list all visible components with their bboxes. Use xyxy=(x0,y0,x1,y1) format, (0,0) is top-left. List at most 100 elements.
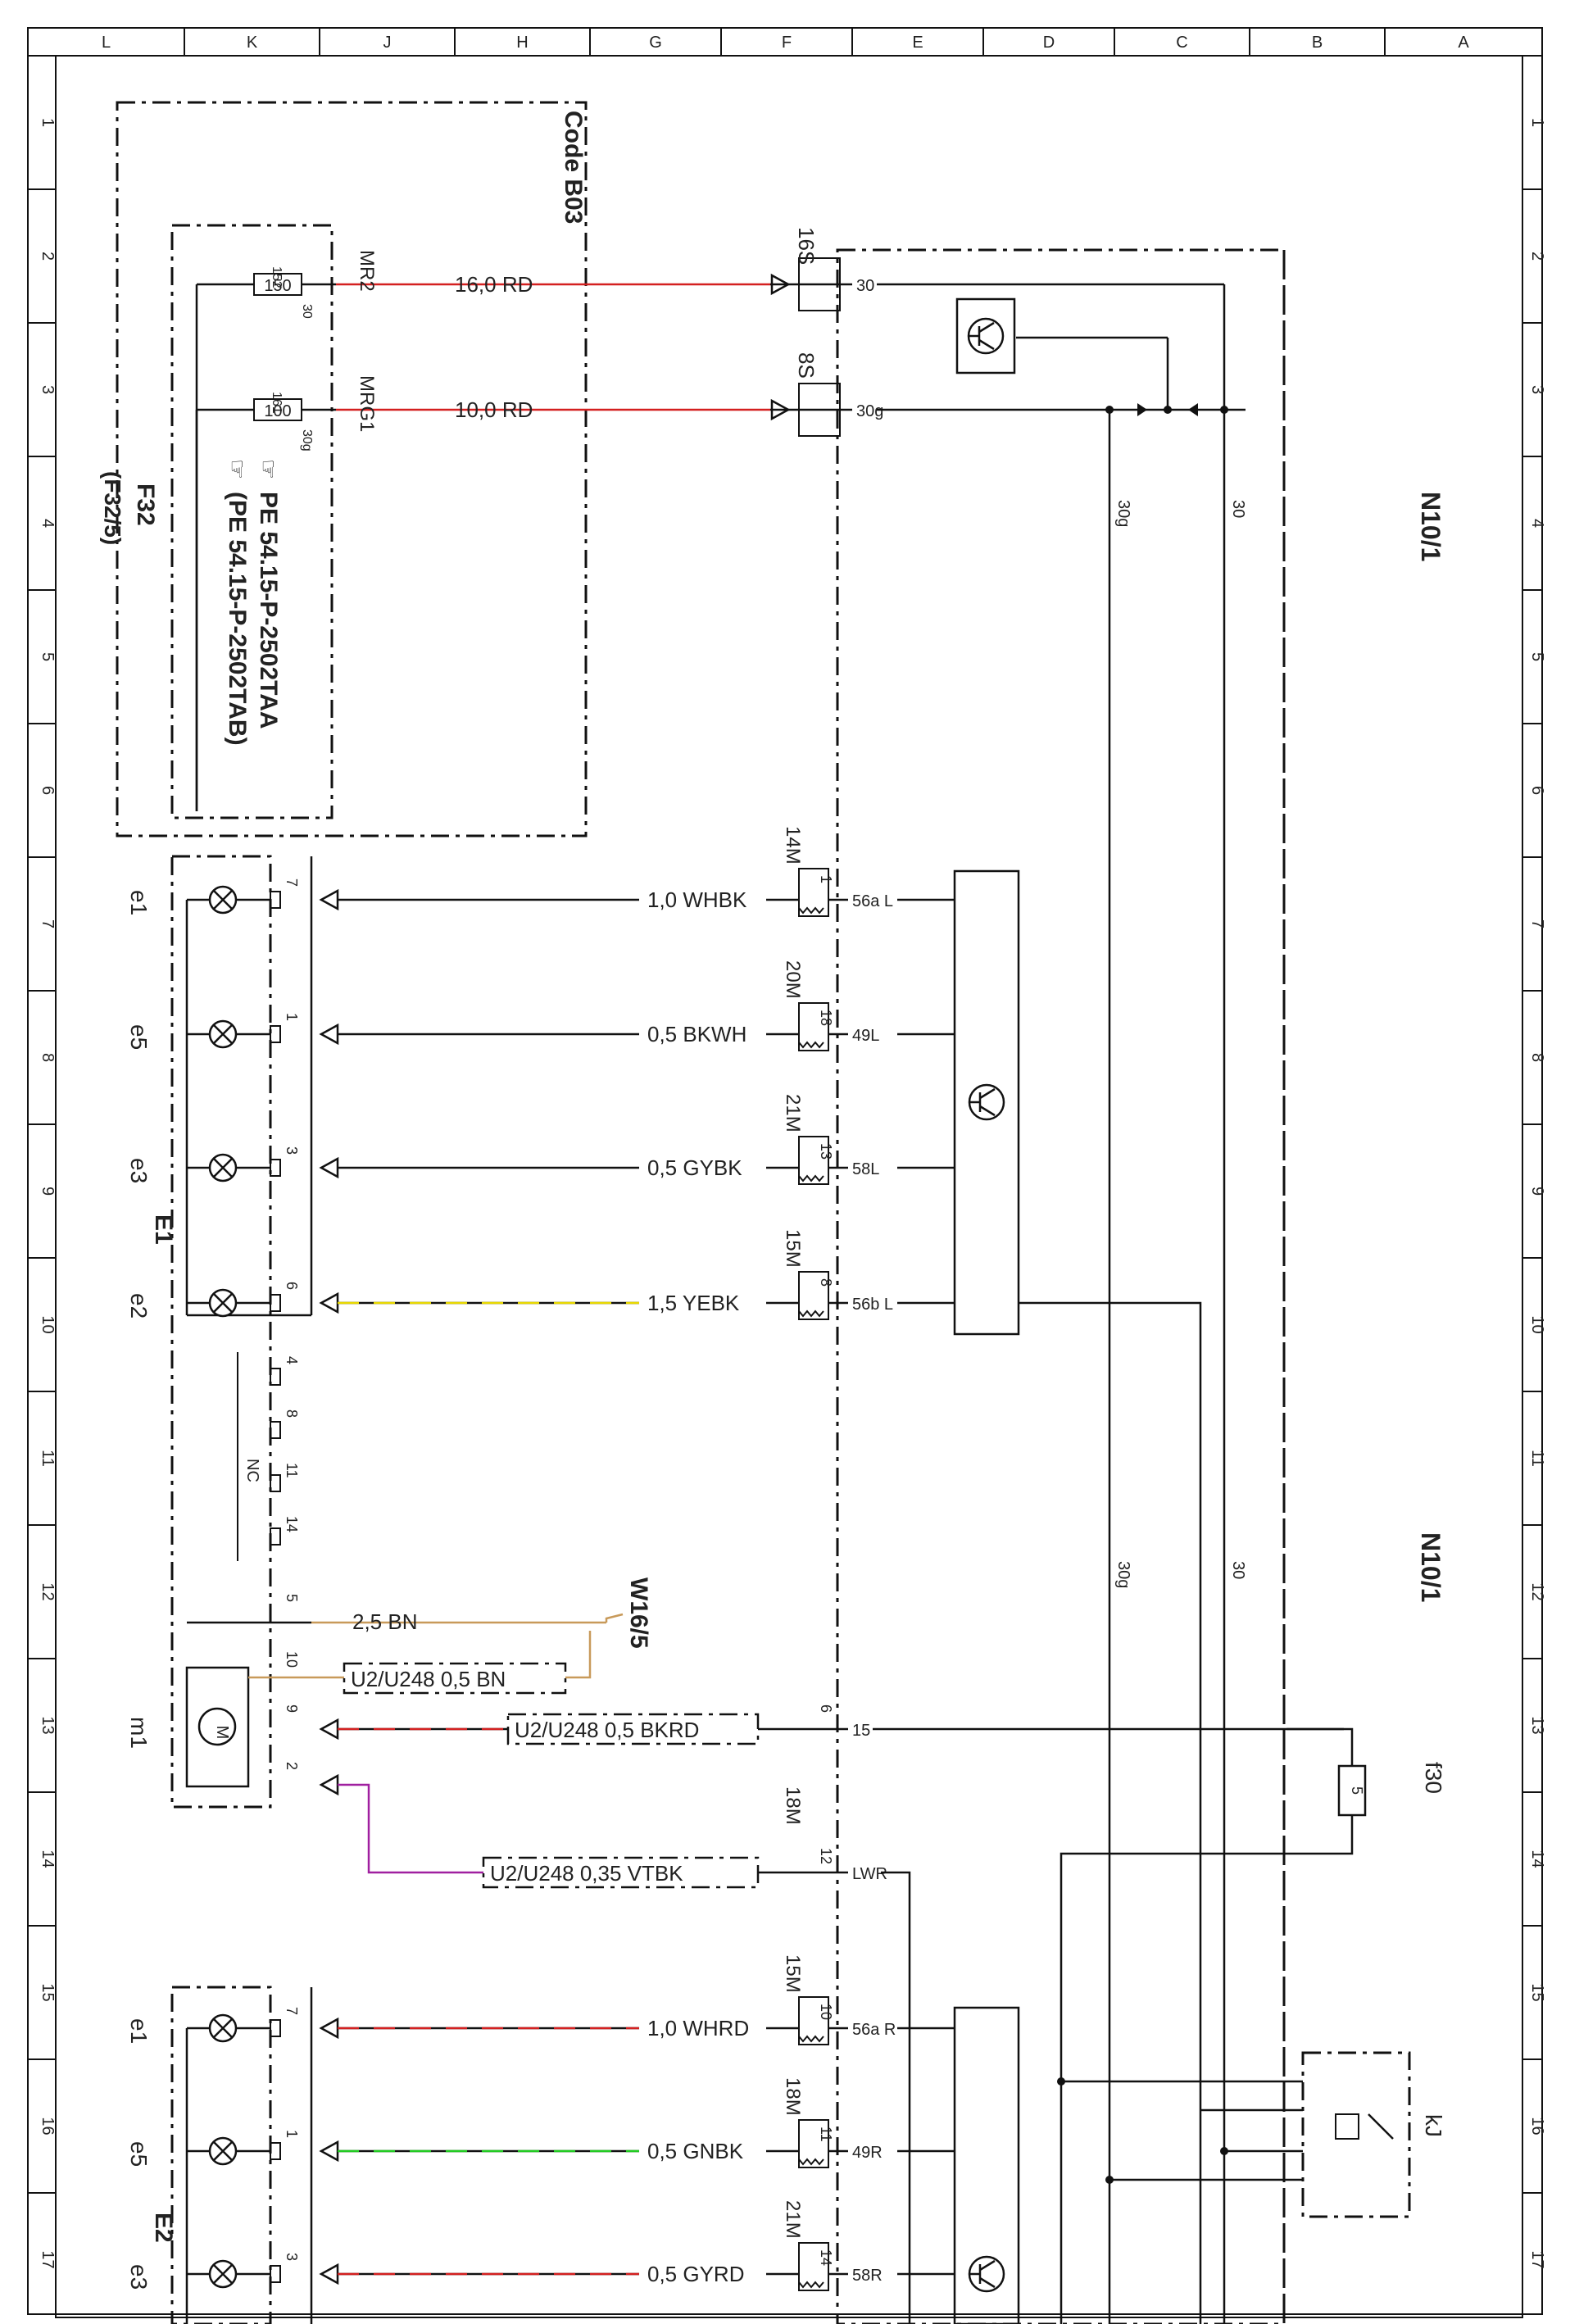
grid-row-number-right: 17 xyxy=(1528,2250,1546,2268)
grid-column-letter: G xyxy=(649,34,662,52)
grid-row-number-left: 17 xyxy=(39,2250,57,2268)
connector-housing xyxy=(798,868,829,917)
grid-column-letter: L xyxy=(102,34,111,52)
relay-kj-box xyxy=(1301,2051,1411,2218)
grid-row-number-left: 8 xyxy=(39,1053,57,1062)
transistor-lead xyxy=(979,1087,996,1100)
connector-housing xyxy=(798,2242,829,2291)
spring-icon xyxy=(798,1310,824,1318)
connector-pin: 10 xyxy=(818,2004,834,2020)
grid-row-number-right: 1 xyxy=(1528,118,1546,127)
transistor-lead xyxy=(979,2276,996,2289)
pin-socket xyxy=(270,1025,281,1043)
spring-icon xyxy=(798,1041,824,1049)
connector-pin: 18 xyxy=(818,1010,834,1026)
fuse-pin-top: 152 xyxy=(270,266,284,288)
diode-icon xyxy=(1188,403,1198,416)
lamp-icon xyxy=(208,885,238,915)
wire-label: 1,0 WHRD xyxy=(647,2016,749,2040)
nc-label: NC xyxy=(243,1459,261,1482)
pin-label: 6 xyxy=(284,1282,300,1290)
sensor-box xyxy=(955,297,1016,374)
rail-label: 30g xyxy=(1114,500,1132,527)
fuse-box-label: F32 xyxy=(132,483,159,526)
grid-row-number-right: 10 xyxy=(1528,1315,1546,1333)
code-b03-label: Code B03 xyxy=(560,111,587,224)
grid-row-number-right: 11 xyxy=(1528,1450,1546,1467)
lamp-cross xyxy=(213,2018,233,2038)
wire-label: 0,5 GYRD xyxy=(647,2262,745,2286)
motor-symbol: M xyxy=(213,1726,231,1740)
connector-label: 18M xyxy=(782,1786,804,1825)
reference-1: PE 54.15-P-2502TAA xyxy=(255,492,282,729)
grid-row-number-right: 3 xyxy=(1528,385,1546,394)
lamp-cross xyxy=(213,890,233,910)
hand-icon: ☞ xyxy=(225,459,250,479)
transistor-icon xyxy=(968,1083,1005,1121)
connector-pin: 6 xyxy=(818,1704,834,1713)
relay-contact-icon xyxy=(1368,2113,1394,2140)
pin-socket xyxy=(270,2019,281,2037)
connector-label: 18M xyxy=(782,2077,804,2116)
grid-row-number-left: 9 xyxy=(39,1187,57,1196)
lamp-label: e3 xyxy=(126,2264,152,2290)
transistor-lead xyxy=(979,2259,996,2272)
spring-icon xyxy=(798,2035,824,2043)
grid-column-letter: H xyxy=(516,34,528,52)
connector-label: 15M xyxy=(782,1954,804,1993)
connector-arrow-icon xyxy=(319,1156,339,1179)
lamp-icon xyxy=(208,1288,238,1318)
pin-label: 7 xyxy=(284,2007,300,2015)
pin-label: 1 xyxy=(284,1013,300,1021)
terminal-label: 30g xyxy=(856,402,883,420)
pin-socket xyxy=(270,1527,281,1546)
pin-label: 2 xyxy=(284,1762,300,1770)
grid-column-letter: K xyxy=(247,34,258,52)
grid-row-number-left: 3 xyxy=(39,385,57,394)
wire-label: U2/U248 0,35 VTBK xyxy=(490,1861,683,1886)
grid-column-letter: C xyxy=(1176,34,1187,52)
connector-label: 15M xyxy=(782,1229,804,1268)
hand-icon: ☞ xyxy=(256,459,281,479)
connector-label: 16S xyxy=(794,227,819,265)
pin-socket xyxy=(270,1368,281,1386)
reference-2: (PE 54.15-P-2502TAB) xyxy=(224,492,251,746)
pin-label: 8 xyxy=(284,1409,300,1418)
terminal-label: LWR xyxy=(852,1865,887,1883)
connector-pin: 8 xyxy=(818,1278,834,1287)
wire xyxy=(1286,1727,1354,1766)
lighting-driver-box xyxy=(953,2006,1020,2324)
wire-label: 0,5 BKWH xyxy=(647,1022,746,1046)
relay-label: kJ xyxy=(1421,2114,1446,2137)
connector-arrow-icon xyxy=(319,2263,339,2285)
pin-label: 14 xyxy=(284,1516,300,1532)
lamp-cross xyxy=(213,1158,233,1178)
grid-row-number-right: 4 xyxy=(1528,519,1546,528)
grid-row-number-left: 6 xyxy=(39,786,57,795)
pin-label: 7 xyxy=(284,878,300,887)
grid-row-number-right: 9 xyxy=(1528,1187,1546,1196)
connector-housing xyxy=(798,2119,829,2168)
grid-column-letter: E xyxy=(912,34,923,52)
relay-coil-icon xyxy=(1335,2113,1359,2140)
junction-dot xyxy=(1105,2176,1114,2184)
lamp-icon xyxy=(208,2013,238,2043)
terminal-label: 30 xyxy=(856,277,874,295)
grid-row-number-right: 15 xyxy=(1528,1983,1546,2001)
transistor-icon xyxy=(967,317,1005,355)
lamp-label: e2 xyxy=(126,1293,152,1319)
pin-label: 5 xyxy=(284,1594,300,1602)
transistor-lead xyxy=(978,338,995,351)
wire xyxy=(1019,1301,1202,2324)
terminal-label: 58L xyxy=(852,1160,879,1178)
grid-row-number-left: 12 xyxy=(39,1582,57,1600)
fuse-pin-bottom: 30 xyxy=(300,304,314,319)
fuse-carrier-box xyxy=(170,224,334,819)
terminal-label: 56a R xyxy=(852,2021,896,2039)
junction-dot xyxy=(1220,406,1228,414)
lamp-icon xyxy=(208,1019,238,1049)
connector-pin: 1 xyxy=(818,875,834,883)
sheet-border xyxy=(27,27,1543,2315)
grid-row-number-left: 7 xyxy=(39,919,57,928)
connector-housing xyxy=(798,1136,829,1185)
